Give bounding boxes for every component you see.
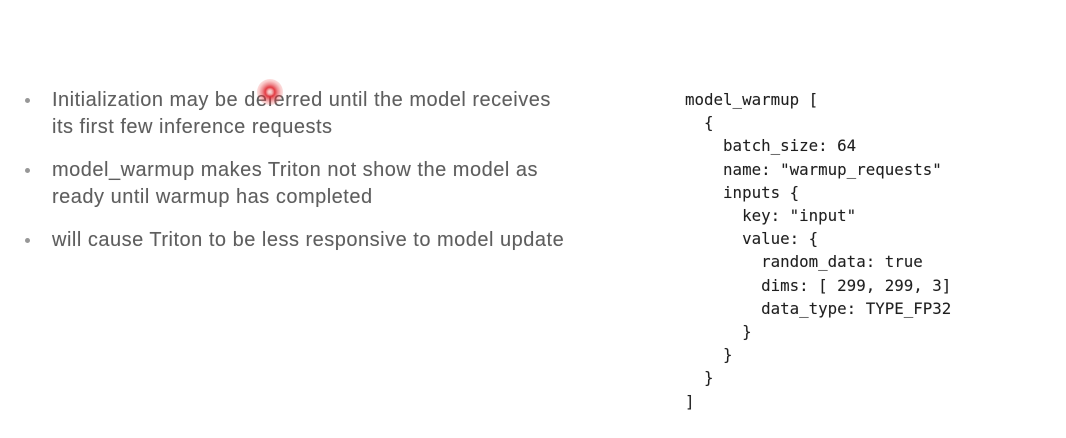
- bullet-line: ready until warmup has completed: [52, 186, 373, 208]
- bullet-line: model_warmup makes Triton not show the m…: [52, 159, 538, 181]
- bullet-dot-icon: [25, 98, 30, 103]
- bullet-list: Initialization may be deferred until the…: [18, 87, 648, 270]
- bullet-line: will cause Triton to be less responsive …: [52, 229, 565, 251]
- bullet-dot-icon: [25, 168, 30, 173]
- bullet-dot-icon: [25, 238, 30, 243]
- list-item: model_warmup makes Triton not show the m…: [18, 157, 648, 211]
- bullet-text: will cause Triton to be less responsive …: [52, 227, 564, 254]
- list-item: Initialization may be deferred until the…: [18, 87, 648, 141]
- bullet-line: its first few inference requests: [52, 116, 333, 138]
- list-item: will cause Triton to be less responsive …: [18, 227, 648, 254]
- bullet-text: Initialization may be deferred until the…: [52, 87, 551, 141]
- bullet-line: Initialization may be deferred until the…: [52, 89, 551, 111]
- bullet-text: model_warmup makes Triton not show the m…: [52, 157, 538, 211]
- code-block: model_warmup [ { batch_size: 64 name: "w…: [685, 90, 952, 411]
